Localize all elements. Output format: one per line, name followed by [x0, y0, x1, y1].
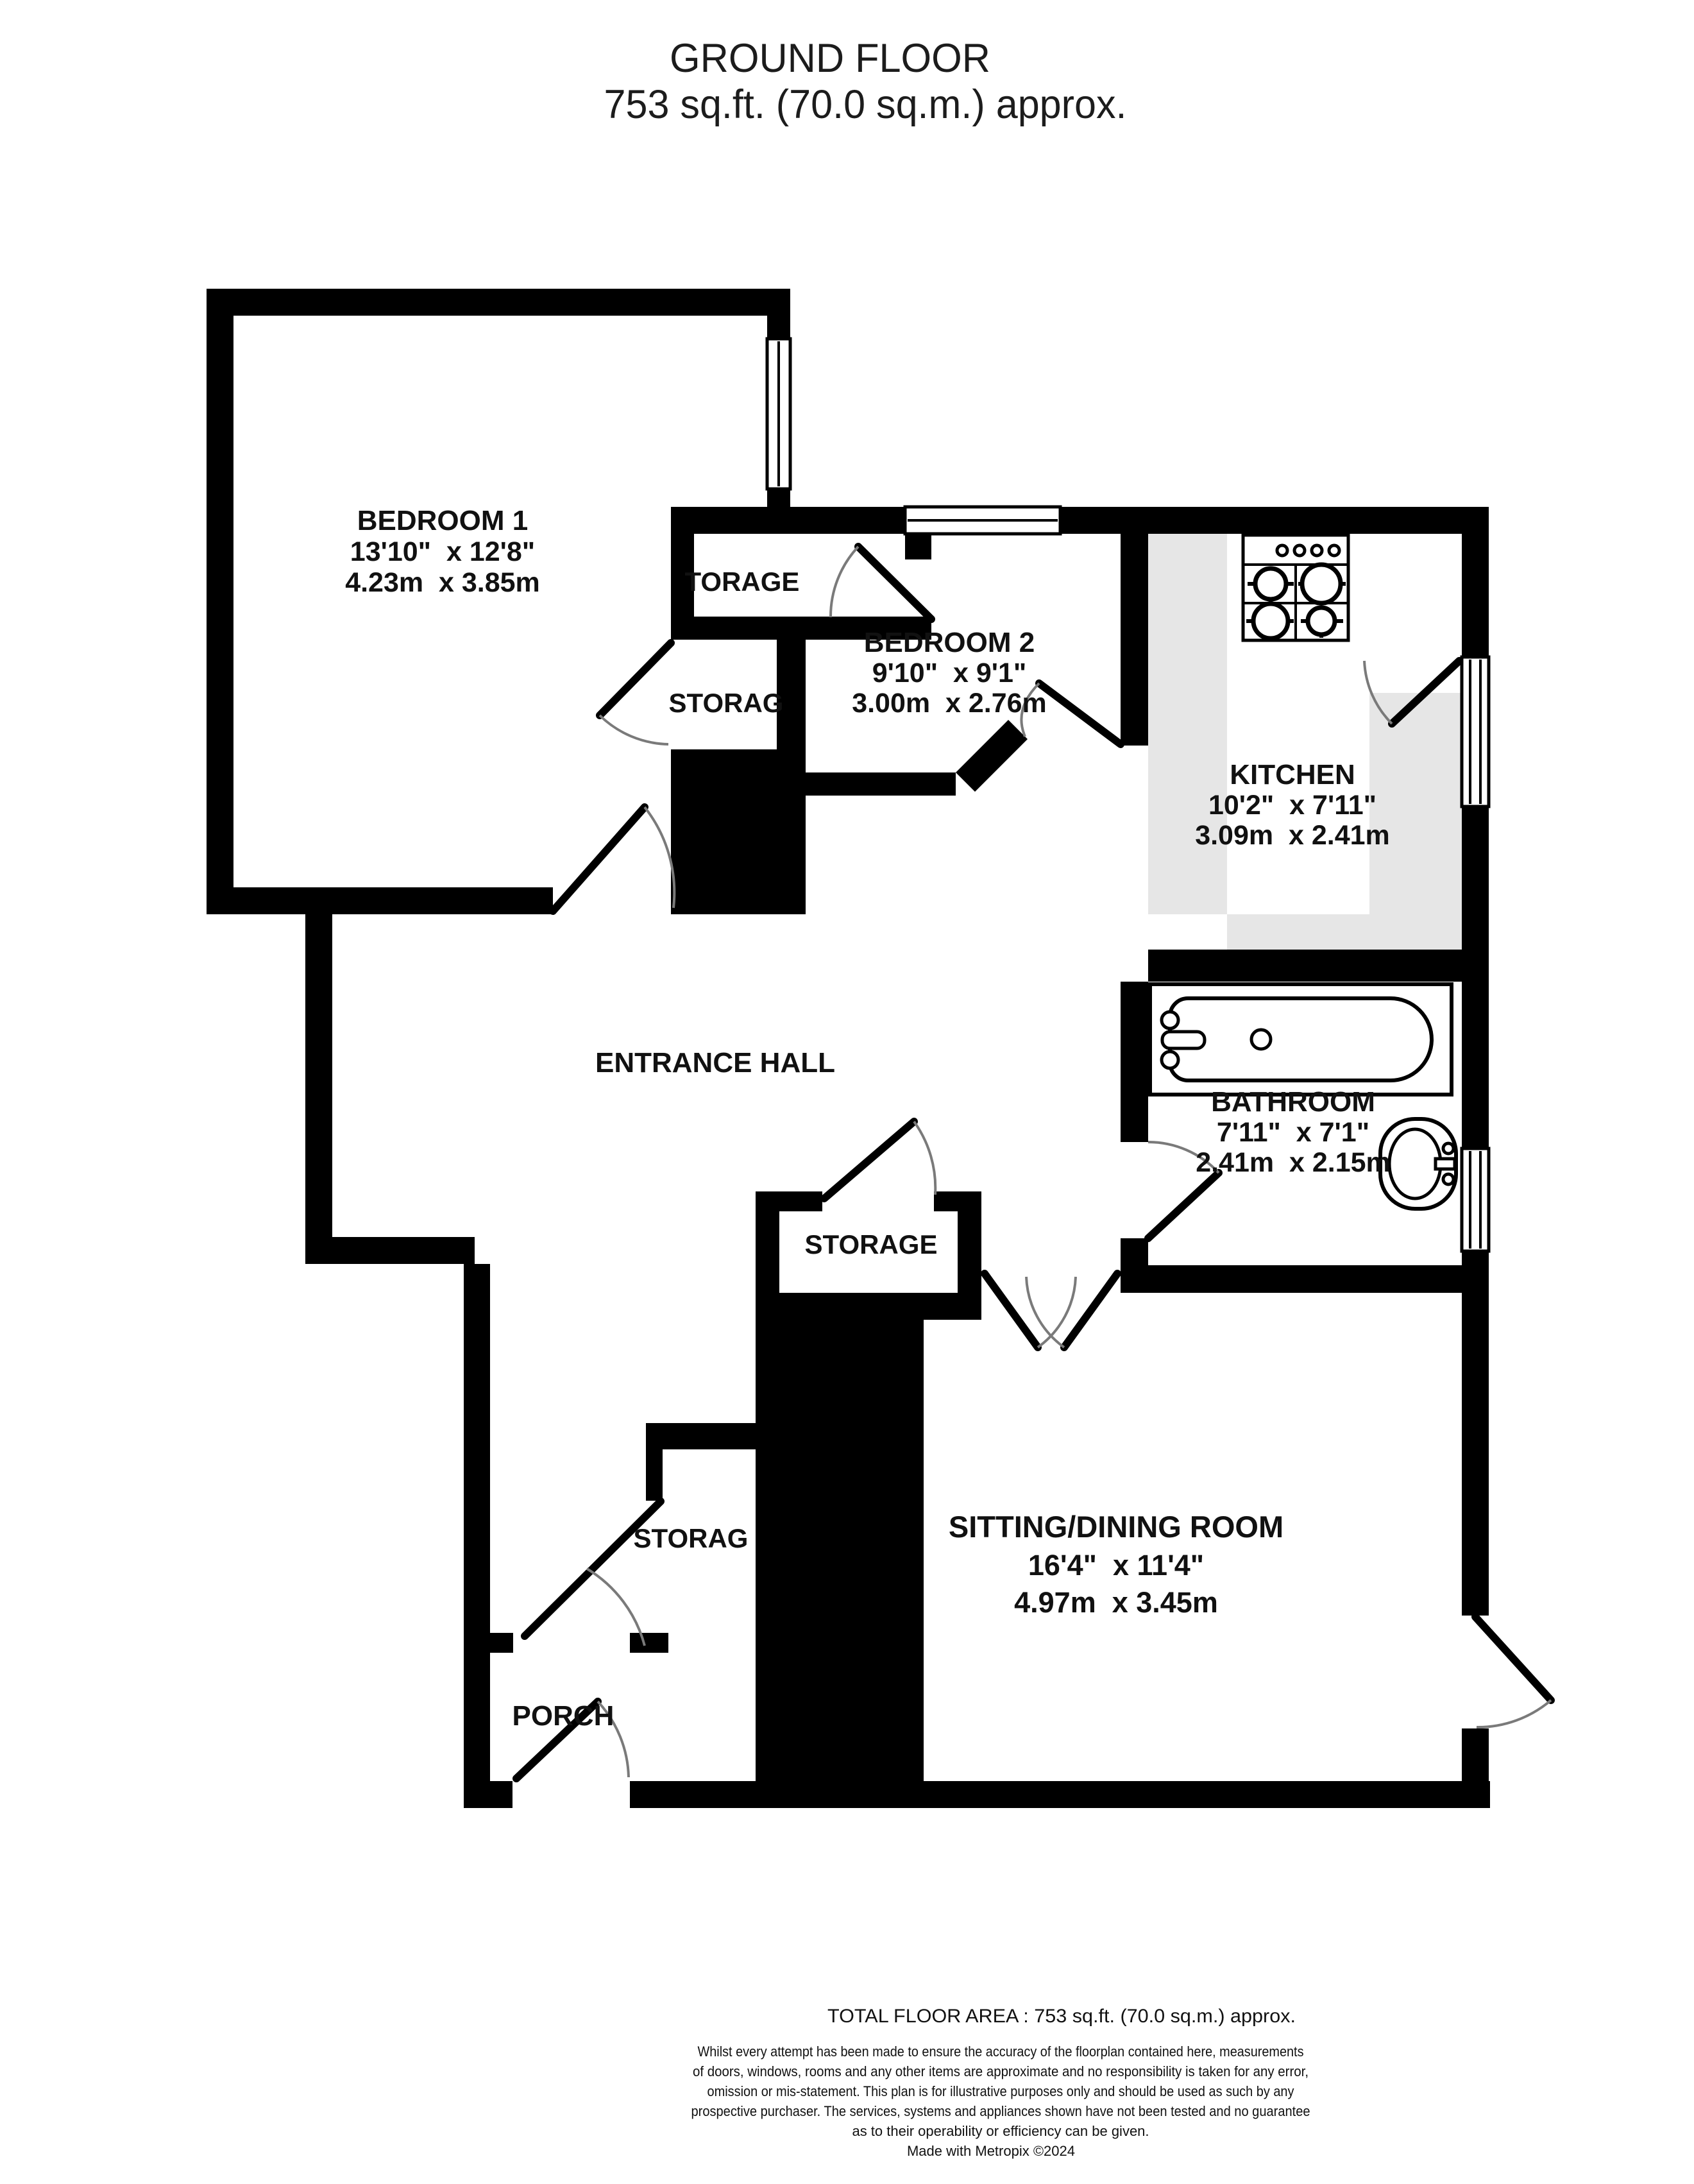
bedroom1-name: BEDROOM 1 [357, 505, 528, 536]
wall-segment [756, 1293, 924, 1808]
bathtub-icon [1148, 982, 1453, 1096]
porch-outer-door [512, 1698, 630, 1782]
sitting-room-double-doors [981, 1270, 1121, 1351]
wall-segment [756, 1191, 779, 1293]
wall-segment [958, 1191, 981, 1293]
patio-door [1471, 1613, 1555, 1729]
wall-segment [671, 507, 905, 534]
wall-segment [646, 1423, 756, 1449]
disclaimer-line-3: omission or mis-statement. This plan is … [707, 2083, 1294, 2099]
wall-segment [646, 1449, 663, 1501]
counter-bottom [1227, 914, 1462, 950]
storage-upper-label: STORAG [669, 688, 784, 718]
windows [765, 337, 1491, 1253]
bathroom-window [1460, 1147, 1491, 1253]
storage-hall-door [820, 1118, 937, 1202]
wall-segment [630, 1633, 668, 1653]
wall-segment [1060, 507, 1489, 534]
floor-title: GROUND FLOOR [670, 36, 990, 81]
stove-icon [1241, 533, 1350, 642]
sitting-dining-name: SITTING/DINING ROOM [949, 1510, 1283, 1544]
wall-segment [806, 772, 956, 796]
floor-area-subtitle: 753 sq.ft. (70.0 sq.m.) approx. [604, 82, 1127, 127]
footer: TOTAL FLOOR AREA : 753 sq.ft. (70.0 sq.m… [691, 2006, 1310, 2159]
wall-segment [207, 289, 233, 914]
wall-segment [305, 914, 332, 1264]
bathroom-imperial: 7'11" x 7'1" [1217, 1117, 1369, 1148]
counter-left [1148, 534, 1227, 914]
storage-lower-label: STORAG [634, 1523, 749, 1553]
storage-top-label: TORAGE [685, 567, 800, 597]
bathroom-door [1144, 1141, 1223, 1242]
counter-right [1369, 693, 1462, 950]
kitchen-metric: 3.09m x 2.41m [1195, 820, 1390, 851]
bedroom1-window [765, 337, 792, 491]
kitchen-imperial: 10'2" x 7'11" [1208, 790, 1376, 821]
wall-segment [905, 534, 931, 559]
room-labels: BEDROOM 1 13'10" x 12'8" 4.23m x 3.85m T… [345, 505, 1391, 1732]
wall-segment [1121, 534, 1148, 746]
kitchen-name: KITCHEN [1230, 759, 1355, 790]
doors [512, 543, 1555, 1782]
plan-title: GROUND FLOOR 753 sq.ft. (70.0 sq.m.) app… [604, 36, 1127, 127]
wall-segment [779, 1191, 822, 1211]
wall-segment [1148, 950, 1489, 982]
bathroom-metric: 2.41m x 2.15m [1196, 1147, 1391, 1178]
bedroom1-label: BEDROOM 1 13'10" x 12'8" 4.23m x 3.85m [345, 505, 540, 598]
bedroom1-metric: 4.23m x 3.85m [345, 567, 540, 598]
total-floor-area: TOTAL FLOOR AREA : 753 sq.ft. (70.0 sq.m… [827, 2006, 1296, 2027]
bedroom2-metric: 3.00m x 2.76m [852, 688, 1047, 719]
wall-segment [767, 289, 790, 339]
metropix-credit: Made with Metropix ©2024 [907, 2143, 1075, 2159]
walls [207, 289, 1490, 1808]
storage-upper-door [596, 639, 675, 746]
wall-segment [464, 1781, 512, 1808]
wall-segment [1121, 982, 1148, 1142]
bedroom2-imperial: 9'10" x 9'1" [872, 658, 1027, 688]
kitchen-label: KITCHEN 10'2" x 7'11" 3.09m x 2.41m [1195, 759, 1390, 851]
bathroom-label: BATHROOM 7'11" x 7'1" 2.41m x 2.15m [1196, 1086, 1391, 1178]
kitchen-counters [1148, 534, 1462, 950]
wall-diagonal [956, 720, 1028, 792]
wall-segment [207, 289, 790, 316]
sitting-dining-imperial: 16'4" x 11'4" [1028, 1549, 1204, 1582]
sitting-dining-metric: 4.97m x 3.45m [1014, 1586, 1218, 1619]
disclaimer-line-2: of doors, windows, rooms and any other i… [693, 2063, 1309, 2079]
wall-segment [1121, 1265, 1489, 1293]
wall-segment [464, 1264, 490, 1808]
storage-hall-label: STORAGE [805, 1229, 938, 1259]
bedroom1-door [549, 803, 676, 915]
porch-label: PORCH [512, 1700, 614, 1732]
wall-segment [630, 1781, 1490, 1808]
sitting-dining-label: SITTING/DINING ROOM 16'4" x 11'4" 4.97m … [949, 1510, 1283, 1619]
entrance-hall-label: ENTRANCE HALL [595, 1047, 835, 1079]
bedroom2-name: BEDROOM 2 [864, 627, 1035, 658]
wall-segment [207, 887, 553, 914]
bedroom2-window [903, 505, 1062, 536]
storage-top-door [829, 543, 935, 623]
kitchen-glazed-door-leaf [1363, 657, 1463, 728]
bedroom2-door [1020, 679, 1124, 748]
wall-segment [1121, 1238, 1148, 1265]
bedroom2-label: BEDROOM 2 9'10" x 9'1" 3.00m x 2.76m [852, 627, 1047, 719]
wall-segment [671, 617, 931, 640]
disclaimer-line-4: prospective purchaser. The services, sys… [691, 2103, 1310, 2119]
sink-icon [1378, 1117, 1458, 1211]
bathroom-name: BATHROOM [1211, 1086, 1375, 1118]
wall-segment [671, 749, 806, 914]
storage-lower-door [521, 1497, 665, 1646]
bedroom1-imperial: 13'10" x 12'8" [350, 536, 535, 567]
wall-segment [1462, 1251, 1489, 1616]
wall-segment [777, 640, 806, 749]
disclaimer-line-1: Whilst every attempt has been made to en… [698, 2043, 1304, 2060]
wall-segment [1462, 534, 1489, 657]
disclaimer-line-5: as to their operability or efficiency ca… [852, 2123, 1149, 2139]
wall-segment [305, 1237, 475, 1264]
kitchen-glazed-door-window [1460, 655, 1491, 808]
wall-segment [464, 1633, 513, 1653]
